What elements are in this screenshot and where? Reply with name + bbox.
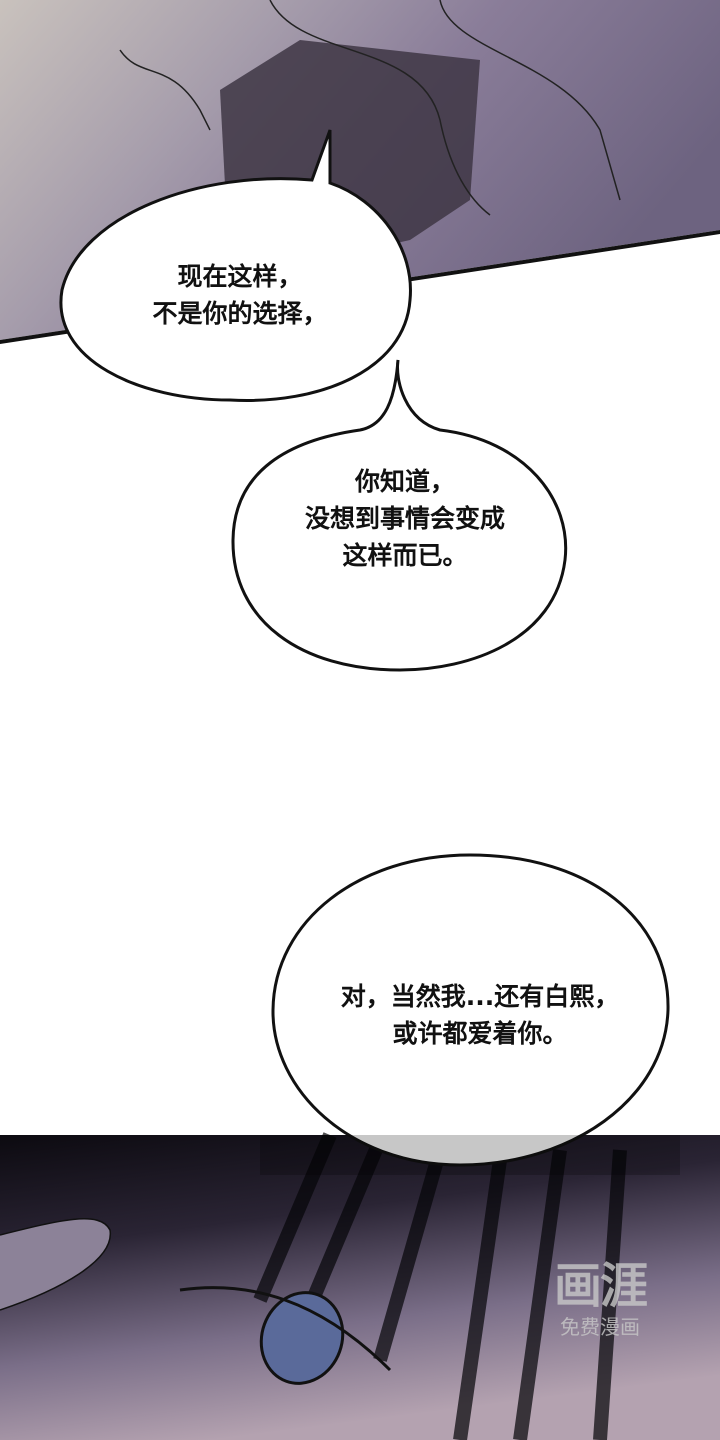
bottom-panel	[0, 1132, 720, 1440]
watermark-logo: 画涯	[553, 1258, 648, 1314]
text-line: 现在这样，	[177, 262, 303, 291]
text-line: 你知道，	[354, 467, 455, 496]
bubble-3-text: 对，当然我...还有白熙， 或许都爱着你。	[300, 978, 660, 1052]
hand	[119, 49, 211, 131]
speech-bubble-3	[271, 853, 670, 1167]
text-line: 没想到事情会变成	[304, 504, 505, 533]
watermark: 画涯 免费漫画	[538, 1258, 662, 1340]
bubble-2-text: 你知道， 没想到事情会变成 这样而已。	[260, 463, 550, 574]
text-line: 对，当然我...还有白熙，	[340, 982, 620, 1011]
text-line: 不是你的选择，	[152, 299, 328, 328]
watermark-tagline: 免费漫画	[560, 1315, 640, 1339]
speech-bubble-1	[59, 129, 412, 402]
bubble-1-text: 现在这样， 不是你的选择，	[100, 258, 380, 332]
text-line: 这样而已。	[342, 541, 468, 570]
speech-bubble-2	[231, 359, 568, 672]
text-line: 或许都爱着你。	[392, 1019, 568, 1048]
eye	[259, 1291, 345, 1385]
